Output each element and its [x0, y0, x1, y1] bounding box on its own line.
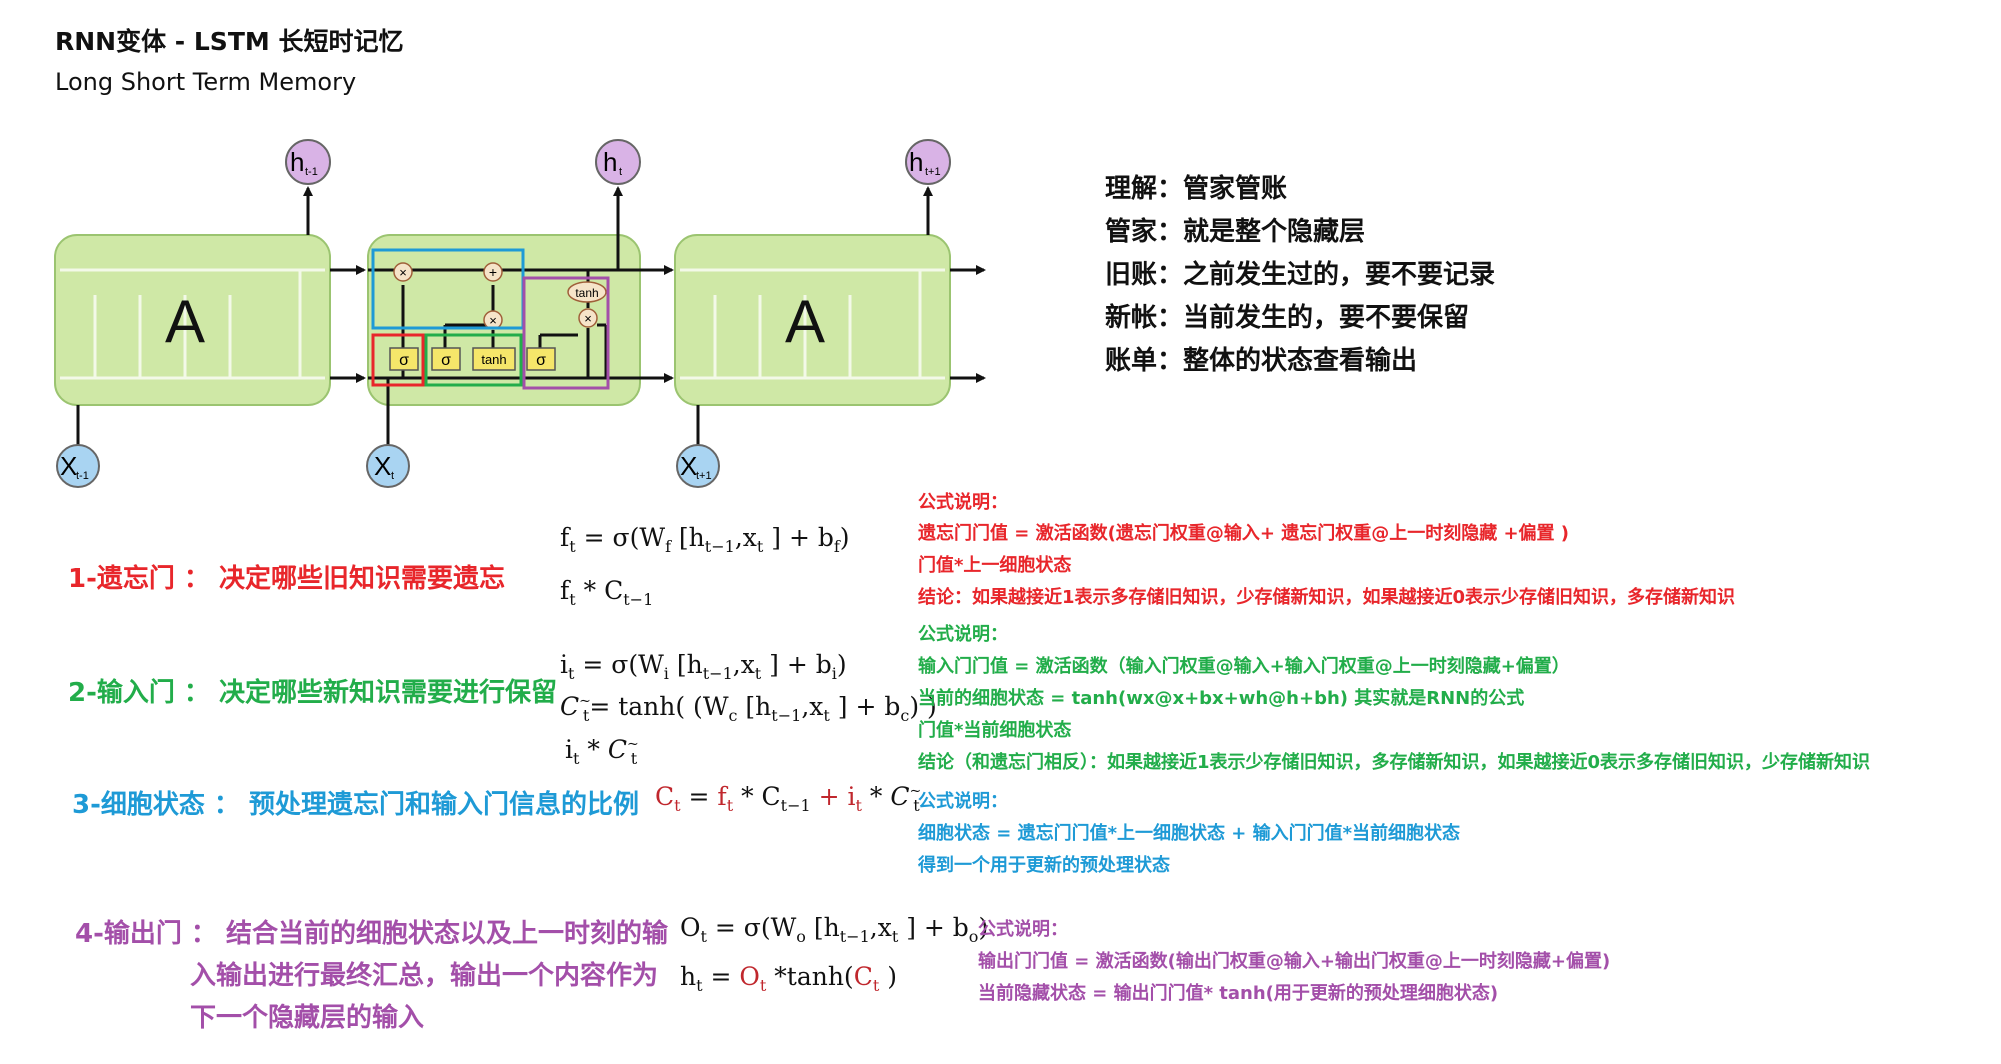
output-node-prev-sub: t-1: [305, 166, 318, 178]
input-note-conclusion: 结论（和遗忘门相反）：如果越接近1表示少存储旧知识，多存储新知识，如果越接近0表…: [918, 752, 1871, 773]
input-node-cur: X: [374, 451, 391, 481]
input-node-next-sub: t+1: [696, 470, 712, 482]
output-note-heading: 公式说明：: [978, 919, 1068, 940]
analogy-line-old-account: 旧账：之前发生过的，要不要记录: [1105, 260, 1496, 290]
output-note-hidden-state: 当前隐藏状态 = 输出门门值* tanh(用于更新的预处理细胞状态): [978, 983, 1499, 1004]
cell-note-result: 得到一个用于更新的预处理状态: [918, 855, 1170, 876]
cell-left: A: [54, 234, 331, 406]
forget-note-heading: 公式说明：: [918, 492, 1008, 513]
input-gate-sigma: σ: [441, 352, 451, 369]
cell-right-label: A: [785, 288, 825, 355]
input-note-heading: 公式说明：: [918, 624, 1008, 645]
output-gate-formula: Ot = σ(Wo [ht−1,xt ] + bo): [680, 913, 989, 946]
analogy-line-bill: 账单：整体的状态查看输出: [1105, 346, 1418, 376]
output-node-cur: h: [603, 147, 617, 177]
forget-gate-title: 1-遗忘门 ： 决定哪些旧知识需要遗忘: [68, 564, 505, 594]
input-node-cur-sub: t: [391, 470, 394, 482]
input-gate-title: 2-输入门 ： 决定哪些新知识需要进行保留: [68, 678, 557, 708]
output-gate-highlight: [522, 276, 610, 390]
output-node-next: h: [909, 147, 923, 177]
input-note-formula: 输入门门值 = 激活函数（输入门权重@输入+输入门权重@上一时刻隐藏+偏置）: [918, 656, 1570, 677]
input-note-product: 门值*当前细胞状态: [918, 720, 1072, 741]
output-gate-title-line2: 入输出进行最终汇总，输出一个内容作为: [190, 961, 659, 991]
input-gate-tanh: tanh: [481, 352, 506, 367]
cell-tanh-op: tanh: [575, 286, 598, 300]
forget-mul-op: ×: [399, 265, 407, 280]
forget-note-formula: 遗忘门门值 = 激活函数(遗忘门权重@输入+ 遗忘门权重@上一时刻隐藏 +偏置 …: [918, 523, 1570, 544]
input-gate-formula: it = σ(Wi [ht−1,xt ] + bi): [560, 650, 847, 683]
input-node-prev: X: [60, 451, 77, 481]
input-gate-highlight: [424, 333, 523, 387]
candidate-cell-formula: C~t= tanh( (Wc [ht−1,xt ] + bc) ): [560, 692, 937, 725]
output-mul-op: ×: [584, 311, 592, 326]
forget-note-conclusion: 结论：如果越接近1表示多存储旧知识，少存储新知识，如果越接近0表示少存储旧知识，…: [918, 587, 1736, 608]
forget-gate-formula: ft = σ(Wf [ht−1,xt ] + bf): [560, 523, 850, 556]
output-node-cur-sub: t: [619, 166, 622, 178]
cell-state-title: 3-细胞状态 ： 预处理遗忘门和输入门信息的比例: [72, 790, 639, 820]
output-gate-title-line3: 下一个隐藏层的输入: [190, 1003, 425, 1033]
cell-left-label: A: [165, 288, 205, 355]
forget-note-product: 门值*上一细胞状态: [918, 555, 1072, 576]
gate-boxes: σ σ tanh σ: [389, 347, 556, 371]
input-node-prev-sub: t-1: [76, 470, 89, 482]
page-subtitle: Long Short Term Memory: [55, 68, 357, 96]
forget-gate-product-formula: ft * Ct−1: [560, 576, 654, 609]
input-node-next: X: [680, 451, 697, 481]
input-nodes: X t-1 X t X t+1: [56, 444, 720, 488]
page-title: RNN变体 - LSTM 长短时记忆: [55, 27, 404, 56]
input-mul-op: ×: [489, 313, 497, 328]
cell-note-formula: 细胞状态 = 遗忘门门值*上一细胞状态 + 输入门门值*当前细胞状态: [918, 823, 1461, 844]
output-note-formula: 输出门门值 = 激活函数(输出门权重@输入+输出门权重@上一时刻隐藏+偏置): [978, 951, 1611, 972]
cell-add-op: +: [489, 264, 497, 280]
output-gate-sigma: σ: [536, 352, 546, 369]
pointwise-ops: × + × × tanh: [393, 262, 607, 330]
input-gate-product-formula: it * C~t: [565, 735, 639, 768]
analogy-line-new-account: 新帐：当前发生的，要不要保留: [1105, 303, 1470, 333]
forget-gate-sigma: σ: [399, 352, 409, 369]
hidden-state-formula: ht = Ot *tanh(Ct ): [680, 962, 897, 995]
output-node-prev: h: [290, 147, 304, 177]
cell-state-formula: Ct = ft * Ct−1 + it * C~t: [655, 782, 922, 815]
output-node-next-sub: t+1: [925, 166, 941, 178]
forget-gate-highlight: [371, 333, 425, 387]
analogy-line-butler: 管家：就是整个隐藏层: [1105, 217, 1366, 247]
output-gate-title-line1: 4-输出门 ： 结合当前的细胞状态以及上一时刻的输: [75, 919, 668, 949]
input-note-current-cell: 当前的细胞状态 = tanh(wx@x+bx+wh@h+bh) 其实就是RNN的…: [918, 688, 1525, 709]
lstm-diagram: A A: [54, 139, 986, 488]
output-nodes: h t-1 h t h t+1: [285, 139, 951, 185]
analogy-line-understand: 理解：管家管账: [1105, 174, 1288, 204]
cell-note-heading: 公式说明：: [918, 791, 1008, 812]
cell-right: A: [674, 234, 951, 406]
